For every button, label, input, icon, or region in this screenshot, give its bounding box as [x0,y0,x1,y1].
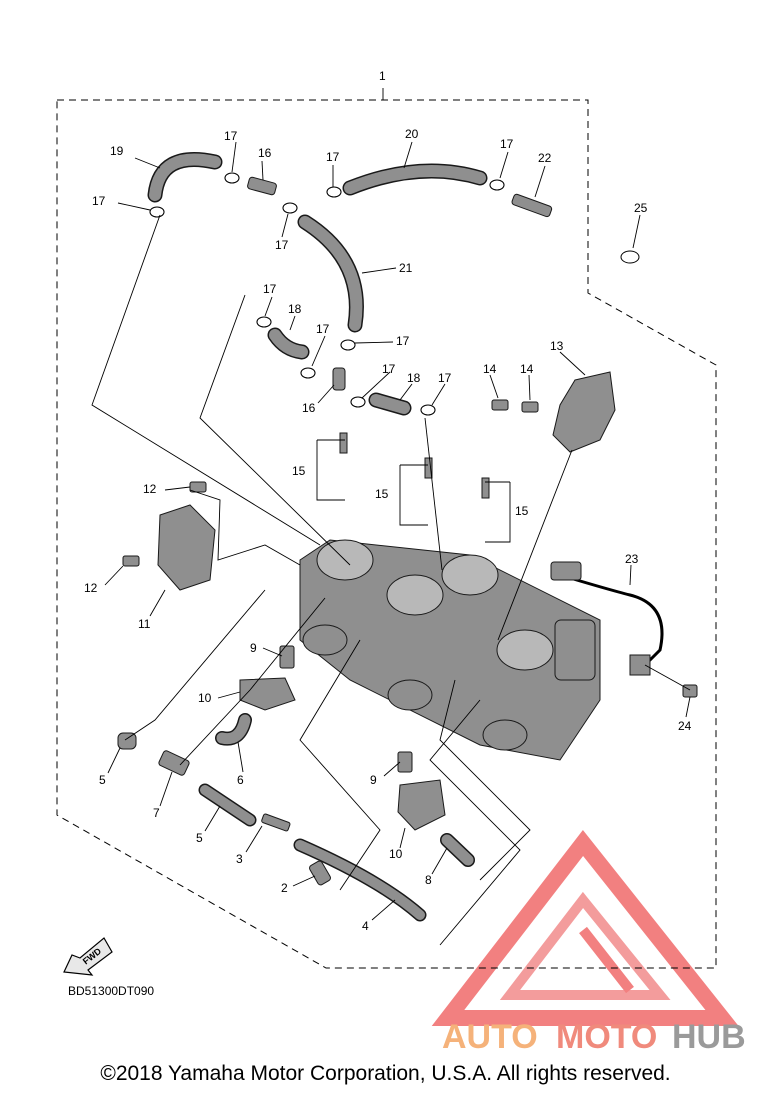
clamp-17[interactable] [149,206,165,218]
callout-16: 16 [302,401,316,415]
callout-3: 3 [236,852,243,866]
clamp-25[interactable] [620,250,640,264]
clamp-17[interactable] [420,404,436,416]
hose-21[interactable] [297,214,364,333]
bolt-14-right[interactable] [521,401,539,413]
harness-23[interactable] [559,573,664,667]
callout-7: 7 [153,806,160,820]
screw-12-lower[interactable] [122,555,140,567]
sensor-10-left[interactable] [239,677,296,711]
callout-11: 11 [138,617,151,631]
screw-9-left[interactable] [279,645,295,669]
callout-20: 20 [405,127,419,141]
joint-16-lower[interactable] [332,367,346,391]
joint-7[interactable] [158,750,190,776]
callout-17: 17 [92,194,106,208]
callout-10: 10 [198,691,212,705]
callout-assembly: 1 [379,69,386,83]
callout-9: 9 [250,641,257,655]
throttle-body-assembly[interactable] [299,539,601,761]
callout-15: 15 [375,487,389,501]
clamp-17[interactable] [489,179,505,191]
clamp-17[interactable] [340,339,356,351]
hose-4[interactable] [293,838,427,922]
fwd-arrow-icon [63,937,113,976]
callout-14: 14 [483,362,497,376]
callout-17: 17 [275,238,289,252]
hose-5[interactable] [198,783,257,827]
callout-14: 14 [520,362,534,376]
sensor-10-right[interactable] [397,779,446,831]
watermark-moto: MOTO [556,1018,657,1056]
screw-9-right[interactable] [397,751,413,773]
callout-15: 15 [515,504,529,518]
callout-19: 19 [110,144,124,158]
callout-2: 2 [281,881,288,895]
callout-4: 4 [362,919,369,933]
sensor-11[interactable] [157,504,216,591]
assembly-frame [56,99,717,969]
callout-25: 25 [634,201,648,215]
callout-17: 17 [438,371,452,385]
clamp-17[interactable] [282,202,298,214]
callout-23: 23 [625,552,639,566]
callout-17: 17 [396,334,410,348]
joint-22[interactable] [511,193,553,218]
screw-15-b[interactable] [424,457,433,479]
screw-15-a[interactable] [339,432,348,454]
watermark-hub: HUB [672,1018,746,1056]
clamp-17[interactable] [300,367,316,379]
clamp-17[interactable] [224,172,240,184]
cap-5-left[interactable] [117,732,137,750]
callout-17: 17 [500,137,514,151]
hose-19[interactable] [147,151,223,203]
joint-3[interactable] [261,813,291,832]
callout-24: 24 [678,719,692,733]
copyright-notice: ©2018 Yamaha Motor Corporation, U.S.A. A… [100,1062,671,1085]
callout-22: 22 [538,151,552,165]
callout-6: 6 [237,773,244,787]
callout-18: 18 [288,302,302,316]
hose-20[interactable] [342,163,488,196]
harness-23-bracket[interactable] [629,654,651,676]
callout-15: 15 [292,464,306,478]
callout-9: 9 [370,773,377,787]
callout-12: 12 [84,581,98,595]
callout-17: 17 [382,362,396,376]
screw-15-brackets [316,439,511,543]
callout-21: 21 [399,261,413,275]
hose-6[interactable] [215,713,252,746]
callout-16: 16 [258,146,272,160]
callout-12: 12 [143,482,157,496]
callout-17: 17 [263,282,277,296]
leader-lines [91,141,691,946]
automotohub-watermark [431,830,739,1026]
callout-10: 10 [389,847,403,861]
clamp-17[interactable] [350,396,366,408]
diagram-code: BD51300DT090 [68,984,154,998]
callout-8: 8 [425,873,432,887]
callout-17: 17 [224,129,238,143]
watermark-auto: AUTO [442,1018,538,1056]
harness-23-connector[interactable] [550,561,582,581]
callout-17: 17 [326,150,340,164]
hose-18-right[interactable] [368,392,412,416]
callout-13: 13 [550,339,564,353]
clamp-17[interactable] [256,316,272,328]
clamp-17[interactable] [326,186,342,198]
sensor-13[interactable] [552,371,616,453]
screw-15-c[interactable] [481,477,490,499]
hose-8[interactable] [440,833,475,867]
bolt-14-left[interactable] [491,399,509,411]
joint-16-upper[interactable] [247,176,277,196]
hose-18-left[interactable] [267,327,310,360]
callout-5: 5 [196,831,203,845]
callout-17: 17 [316,322,330,336]
callout-5: 5 [99,773,106,787]
callout-18: 18 [407,371,421,385]
